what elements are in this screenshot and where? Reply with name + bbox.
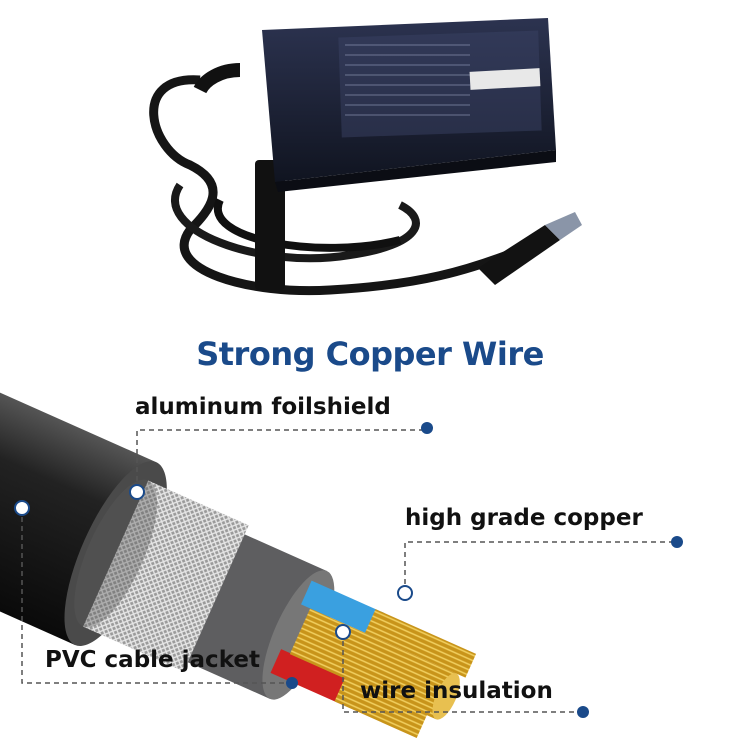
- marker-dot: [335, 624, 351, 640]
- marker-dot: [577, 706, 589, 718]
- marker-dot: [397, 585, 413, 601]
- marker-dot: [671, 536, 683, 548]
- copper-strands: [289, 608, 457, 720]
- marker-dot: [286, 677, 298, 689]
- red-wire: [270, 649, 355, 706]
- marker-dot: [14, 500, 30, 516]
- cable-cross-section: [0, 364, 477, 738]
- label-foil: aluminum foilshield: [135, 394, 391, 420]
- label-insulation: wire insulation: [360, 678, 553, 704]
- inner-insulation: [187, 534, 327, 699]
- blue-wire: [301, 580, 385, 637]
- label-jacket: PVC cable jacket: [45, 647, 260, 673]
- title: Strong Copper Wire: [196, 335, 544, 373]
- marker-dot: [421, 422, 433, 434]
- power-adapter: [149, 18, 582, 296]
- label-copper: high grade copper: [405, 505, 643, 531]
- foil-shield: [83, 480, 249, 672]
- marker-dot: [129, 484, 145, 500]
